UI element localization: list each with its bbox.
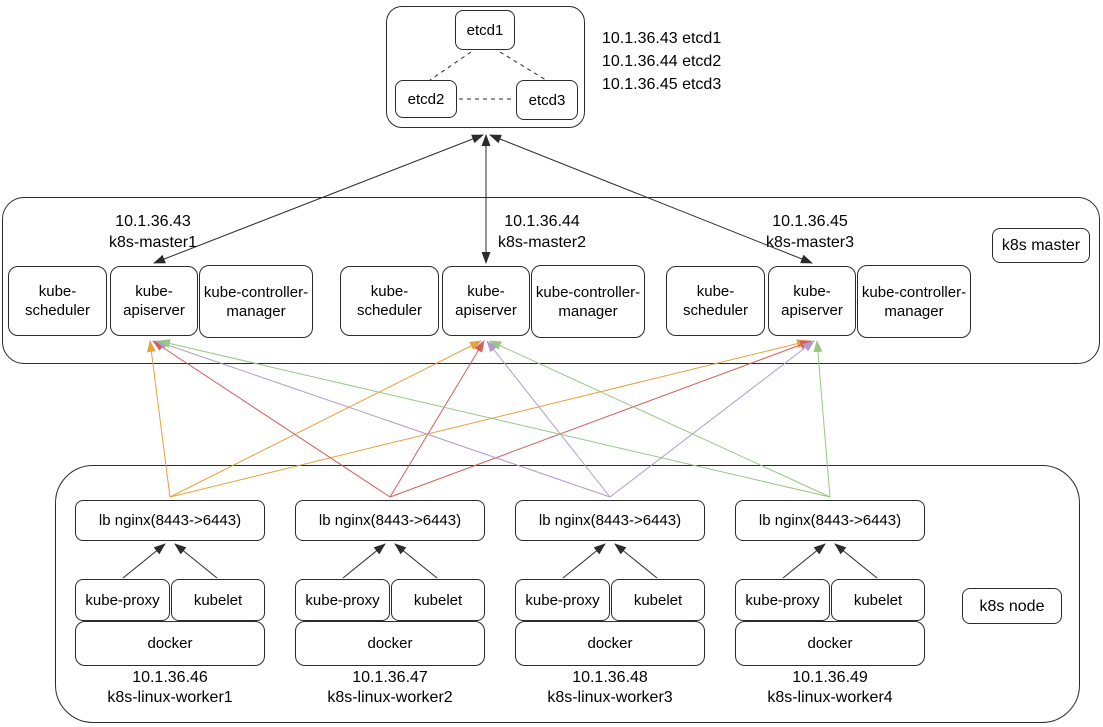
master1-kube-controller-manager-label: kube-controller-manager [203,283,309,320]
worker2-host: k8s-linux-worker2 [327,689,453,706]
etcd2-label: etcd2 [407,90,445,108]
master2-kube-apiserver-box: kube-apiserver [442,266,530,336]
worker4-label: 10.1.36.49 k8s-linux-worker4 [735,668,925,708]
master2-kube-controller-manager-box: kube-controller-manager [531,265,645,338]
worker2-ip: 10.1.36.47 [352,669,428,686]
worker3-label: 10.1.36.48 k8s-linux-worker3 [515,668,705,708]
worker4-kubelet-label: kubelet [853,591,903,609]
worker2-lb-nginx-box: lb nginx(8443->6443) [295,500,485,541]
worker3-ip: 10.1.36.48 [572,669,648,686]
worker4-kubelet-box: kubelet [831,579,925,621]
worker4-lb-nginx-label: lb nginx(8443->6443) [758,512,902,529]
master3-label: 10.1.36.45 k8s-master3 [730,211,890,253]
master1-kube-apiserver-label: kube-apiserver [123,283,185,319]
master2-kube-apiserver-label: kube-apiserver [455,283,517,319]
etcd1-box: etcd1 [455,10,515,50]
worker1-host: k8s-linux-worker1 [107,689,233,706]
etcd-ip-legend-line1: 10.1.36.43 etcd1 [602,30,722,47]
worker2-docker-box: docker [295,621,485,666]
worker4-kube-proxy-label: kube-proxy [745,591,820,609]
worker3-kube-proxy-box: kube-proxy [515,579,610,621]
etcd-ip-legend-line3: 10.1.36.45 etcd3 [602,76,722,93]
worker1-ip: 10.1.36.46 [132,669,208,686]
worker2-kubelet-box: kubelet [391,579,485,621]
worker4-docker-label: docker [807,635,853,652]
worker4-kube-proxy-box: kube-proxy [735,579,830,621]
worker1-kubelet-label: kubelet [193,591,243,609]
worker2-lb-nginx-label: lb nginx(8443->6443) [318,512,462,529]
worker1-kubelet-box: kubelet [171,579,265,621]
master1-kube-controller-manager-box: kube-controller-manager [199,265,313,338]
k8s-master-badge: k8s master [992,228,1090,263]
master3-host: k8s-master3 [765,234,855,251]
worker3-host: k8s-linux-worker3 [547,689,673,706]
master2-label: 10.1.36.44 k8s-master2 [462,211,622,253]
etcd3-label: etcd3 [528,91,566,109]
master3-ip: 10.1.36.45 [772,213,848,230]
worker4-lb-nginx-box: lb nginx(8443->6443) [735,500,925,541]
worker2-kube-proxy-box: kube-proxy [295,579,390,621]
k8s-node-badge: k8s node [962,588,1062,624]
master3-kube-controller-manager-label: kube-controller-manager [861,283,967,320]
master3-kube-scheduler-label: kube-scheduler [682,283,749,319]
k8s-node-badge-label: k8s node [979,597,1045,615]
worker3-lb-nginx-label: lb nginx(8443->6443) [538,512,682,529]
worker1-kube-proxy-box: kube-proxy [75,579,170,621]
master3-kube-scheduler-box: kube-scheduler [666,266,765,336]
worker2-label: 10.1.36.47 k8s-linux-worker2 [295,668,485,708]
master2-ip: 10.1.36.44 [504,213,580,230]
master1-kube-scheduler-box: kube-scheduler [8,266,107,336]
worker3-lb-nginx-box: lb nginx(8443->6443) [515,500,705,541]
master2-kube-scheduler-box: kube-scheduler [340,266,439,336]
master3-kube-controller-manager-box: kube-controller-manager [857,265,971,338]
etcd-ip-legend-line2: 10.1.36.44 etcd2 [602,53,722,70]
worker2-docker-label: docker [367,635,413,652]
master2-kube-scheduler-label: kube-scheduler [356,283,423,319]
etcd1-label: etcd1 [466,21,504,39]
etcd2-box: etcd2 [395,80,457,118]
worker4-ip: 10.1.36.49 [792,669,868,686]
worker3-kube-proxy-label: kube-proxy [525,591,600,609]
master2-host: k8s-master2 [497,234,587,251]
master2-kube-controller-manager-label: kube-controller-manager [535,283,641,320]
master1-host: k8s-master1 [108,234,198,251]
worker1-lb-nginx-label: lb nginx(8443->6443) [98,512,242,529]
etcd-ip-legend: 10.1.36.43 etcd1 10.1.36.44 etcd2 10.1.3… [602,27,721,96]
worker1-label: 10.1.36.46 k8s-linux-worker1 [75,668,265,708]
worker1-docker-label: docker [147,635,193,652]
worker3-kubelet-box: kubelet [611,579,705,621]
worker3-docker-label: docker [587,635,633,652]
master1-ip: 10.1.36.43 [115,213,191,230]
master1-kube-apiserver-box: kube-apiserver [110,266,198,336]
worker1-docker-box: docker [75,621,265,666]
worker4-docker-box: docker [735,621,925,666]
k8s-master-badge-label: k8s master [1001,237,1081,254]
master1-kube-scheduler-label: kube-scheduler [24,283,91,319]
master3-kube-apiserver-box: kube-apiserver [768,266,856,336]
worker3-kubelet-label: kubelet [633,591,683,609]
worker2-kube-proxy-label: kube-proxy [305,591,380,609]
worker4-host: k8s-linux-worker4 [767,689,893,706]
worker3-docker-box: docker [515,621,705,666]
etcd3-box: etcd3 [516,80,578,120]
master1-label: 10.1.36.43 k8s-master1 [73,211,233,253]
etcd-cluster-box [386,6,585,128]
worker2-kubelet-label: kubelet [413,591,463,609]
master3-kube-apiserver-label: kube-apiserver [781,283,843,319]
worker1-lb-nginx-box: lb nginx(8443->6443) [75,500,265,541]
worker1-kube-proxy-label: kube-proxy [85,591,160,609]
